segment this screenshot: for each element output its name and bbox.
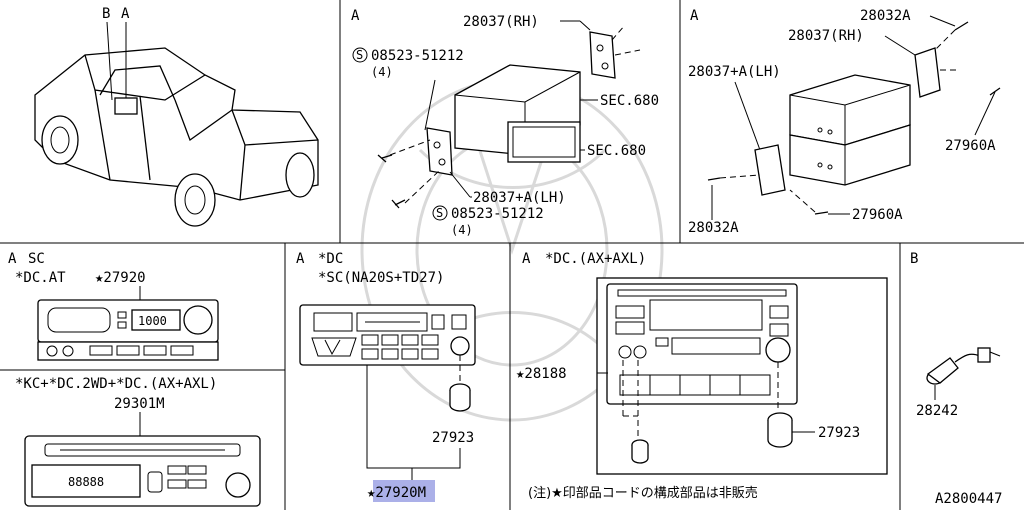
truck-label-a: A [121,6,130,22]
screw-top-label: 08523-51212 [371,48,464,64]
selected-part-highlight [373,480,435,502]
sec-lower-label: SEC.680 [587,143,646,159]
screw-top-qty: (4) [371,65,393,79]
sc-display-readout: 1000 [138,314,167,328]
panel-tm-view: A [351,8,360,24]
panel-dc-line1: *DC [318,251,343,267]
panel-kc-part: 29301M [114,396,165,412]
screw-symbol-bottom: S [436,206,443,220]
panel-tr-view: A [690,8,699,24]
bracket-lh-label: 28037+A(LH) [473,190,566,206]
panel-sc-radio: A SC *DC.AT ★27920 1000 [8,251,219,361]
panel-pocket-brackets: A 28037(RH) S 08523-51212 (4) SEC.680 SE… [351,8,659,237]
panel-dc-part: ★27920M [367,485,426,501]
panel-axl-part: ★28188 [516,366,567,382]
panel-axl-view: A [522,251,531,267]
bolt-right-27960a: 27960A [945,138,996,154]
panel-sc-part: ★27920 [95,270,146,286]
panel-axl-radio: A *DC.(AX+AXL) ★28188 27923 (注)★印部品コードの [516,251,888,501]
panel-kc-radio: *KC+*DC.2WD+*DC.(AX+AXL) 29301M 88888 [15,376,261,507]
truck-illustration: B A [34,6,319,227]
panel-b-view: B [910,251,918,267]
sec-upper-label: SEC.680 [600,93,659,109]
panel-dc-line2: *SC(NA20S+TD27) [318,270,444,286]
panel-b-sensor: B 28242 [910,251,1001,419]
panel-dc-view: A [296,251,305,267]
screw-bottom-28032a: 28032A [688,220,739,236]
kc-display-readout: 88888 [68,475,104,489]
bracket-rh-28037: 28037(RH) [788,28,864,44]
panel-dc-radio: A *DC *SC(NA20S+TD27) 27923 ★27920M [296,251,476,502]
panel-stacked-units: A 28032A 28037(RH) 28037+A(LH) 27960A 28… [688,8,1001,236]
screw-bottom-qty: (4) [451,223,473,237]
panel-axl-note: (注)★印部品コードの構成部品は非販売 [528,485,758,501]
diagram-code: A2800447 [935,491,1002,507]
bolt-bottom-27960a: 27960A [852,207,903,223]
panel-dc-knob: 27923 [432,430,474,446]
panel-kc-condition: *KC+*DC.2WD+*DC.(AX+AXL) [15,376,217,392]
screw-bottom-label: 08523-51212 [451,206,544,222]
truck-label-b: B [102,6,110,22]
panel-sc-view: A [8,251,17,267]
panel-axl-condition: *DC.(AX+AXL) [545,251,646,267]
bracket-rh-label: 28037(RH) [463,14,539,30]
screw-top-28032a: 28032A [860,8,911,24]
bracket-lh-28037a: 28037+A(LH) [688,64,781,80]
panel-sc-variant: *DC.AT [15,270,66,286]
panel-sc-model: SC [28,251,45,267]
panel-b-part: 28242 [916,403,958,419]
panel-axl-knob: 27923 [818,425,860,441]
screw-symbol-top: S [356,48,363,62]
